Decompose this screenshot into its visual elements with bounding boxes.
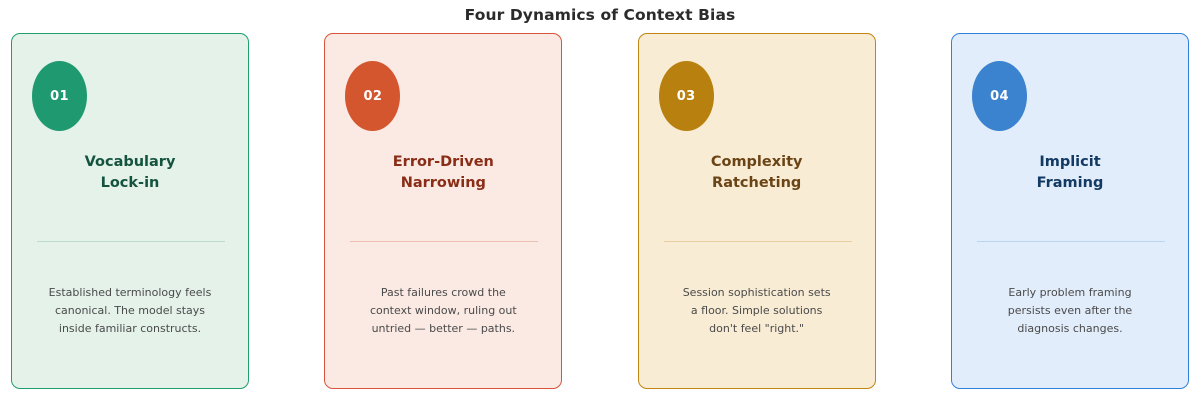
card-number-badge: 03: [658, 61, 714, 131]
card-divider: [663, 241, 852, 242]
card-divider: [350, 241, 539, 242]
card-title: Complexity Ratcheting: [710, 154, 803, 191]
card-number-badge: 02: [345, 61, 401, 131]
card-body-text: Session sophistication sets a floor. Sim…: [682, 286, 831, 335]
card-number-label: 03: [676, 88, 696, 104]
card-number-badge: 01: [32, 61, 87, 131]
card-divider: [976, 241, 1165, 242]
card-title: Error-Driven Narrowing: [392, 154, 494, 191]
card-implicit-framing[interactable]: 04 Implicit Framing Early problem framin…: [950, 33, 1189, 389]
cards-row: 01 Vocabulary Lock-in Established termin…: [11, 33, 1189, 389]
card-number-label: 02: [363, 88, 383, 104]
card-body-text: Early problem framing persists even afte…: [1007, 286, 1133, 335]
card-number-label: 01: [50, 88, 69, 104]
card-complexity-ratcheting[interactable]: 03 Complexity Ratcheting Session sophist…: [637, 33, 876, 389]
card-error-driven-narrowing[interactable]: 02 Error-Driven Narrowing Past failures …: [324, 33, 563, 389]
card-divider: [37, 241, 225, 242]
card-body-text: Established terminology feels canonical.…: [48, 286, 212, 335]
card-vocabulary-lock-in[interactable]: 01 Vocabulary Lock-in Established termin…: [11, 33, 249, 389]
card-title: Vocabulary Lock-in: [84, 154, 176, 191]
page-title: Four Dynamics of Context Bias: [464, 6, 736, 24]
card-number-badge: 04: [971, 61, 1027, 131]
card-title: Implicit Framing: [1036, 154, 1104, 191]
card-body-text: Past failures crowd the context window, …: [369, 286, 517, 335]
card-number-label: 04: [990, 88, 1009, 104]
